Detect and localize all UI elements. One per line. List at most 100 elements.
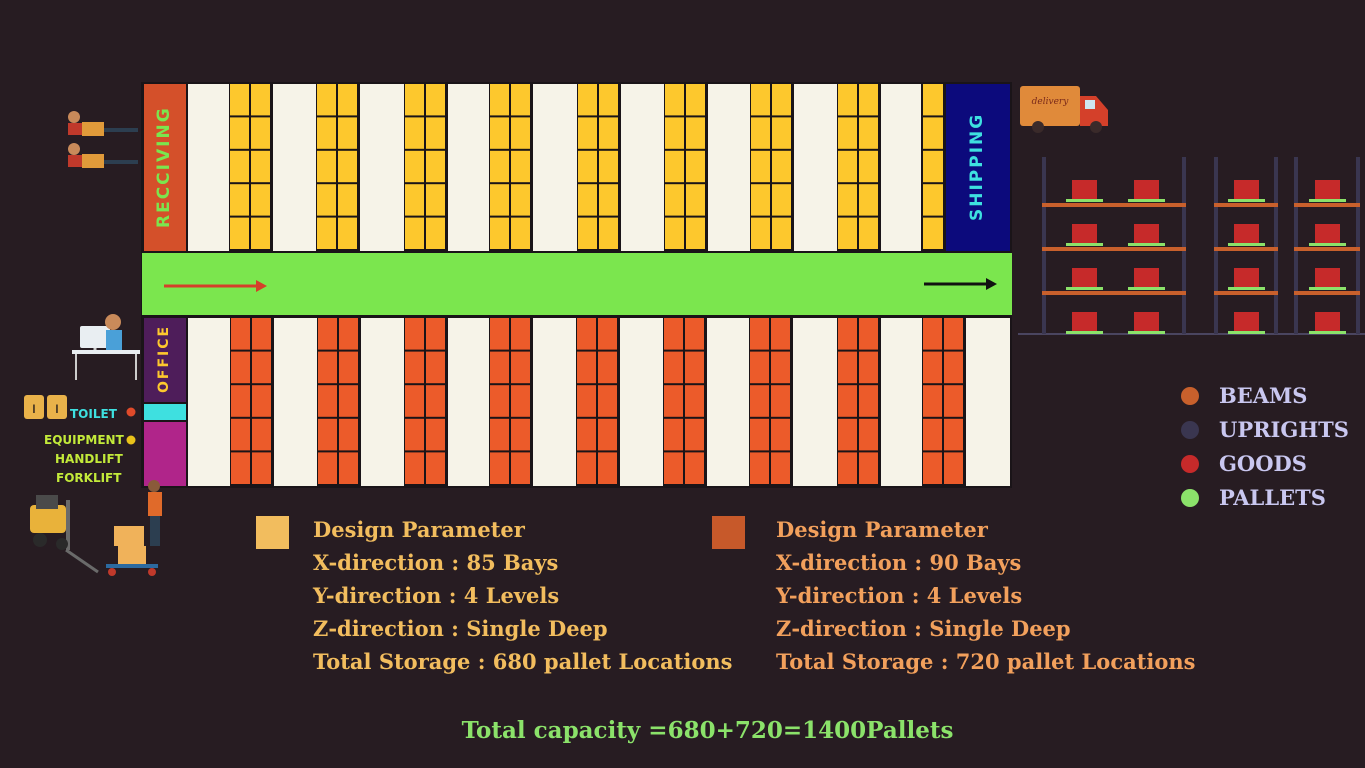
rack-pallet [1309, 243, 1346, 246]
top-rack-cell [405, 217, 424, 249]
bottom-rack-cell [750, 385, 769, 417]
bottom-rack-cell [426, 318, 445, 350]
rack-goods [1134, 312, 1159, 333]
bottom-rack-cell [511, 452, 530, 484]
bottom-rack-cell [490, 452, 509, 484]
top-rack-cell [511, 84, 530, 116]
bottom-rack-cell [577, 418, 596, 451]
bottom-rack-cell [490, 418, 509, 451]
bottom-rack-cell [923, 452, 942, 484]
bottom-rack-cell [490, 318, 509, 350]
forklift-label: FORKLIFT [56, 471, 122, 485]
rack-pallet [1309, 331, 1346, 334]
rack-pallet [1128, 243, 1165, 246]
bottom-rack-cell [859, 452, 878, 484]
bottom-rack-cell [231, 452, 250, 484]
top-rack-cell [230, 150, 249, 183]
legend-uprights-dot [1181, 420, 1199, 439]
top-rack-cell [490, 150, 509, 183]
rack-beam [1214, 247, 1278, 251]
top-rack-cell [338, 84, 357, 116]
bottom-rack-cell [511, 418, 530, 451]
top-rack-cell [511, 184, 530, 216]
handlift-wheel [148, 568, 156, 576]
bottom-rack-cell [923, 385, 942, 417]
param-b-block: Design Parameter X-direction : 90 Bays Y… [776, 513, 1196, 678]
rack-pallet [1066, 287, 1103, 290]
equipment-zone [144, 422, 186, 486]
shipping-label: SHIPPING [967, 112, 987, 222]
top-aisle [533, 84, 577, 251]
top-aisle [188, 84, 229, 251]
bottom-rack-cell [944, 452, 963, 484]
top-rack-cell [838, 150, 857, 183]
param-b-title: Design Parameter [776, 517, 988, 542]
top-rack-cell [578, 117, 597, 149]
main-corridor [142, 253, 1012, 315]
top-rack-cell [338, 117, 357, 149]
handlift-wheel [108, 568, 116, 576]
bottom-aisle [361, 318, 404, 486]
top-rack-cell [230, 84, 249, 116]
param-a-title: Design Parameter [313, 517, 525, 542]
bottom-rack-cell [838, 452, 857, 484]
top-rack-cell [317, 217, 336, 249]
top-rack-cell [578, 184, 597, 216]
truck-window [1085, 100, 1095, 109]
top-rack-cell [686, 150, 705, 183]
top-rack-cell [665, 184, 684, 216]
top-rack-cell [838, 84, 857, 116]
top-rack-cell [772, 84, 791, 116]
bottom-rack-cell [598, 452, 617, 484]
bottom-rack-cell [598, 385, 617, 417]
bottom-rack-cell [252, 452, 271, 484]
truck-wheel [1032, 121, 1044, 133]
bottom-rack-cell [838, 385, 857, 417]
handlift-label: HANDLIFT [55, 452, 123, 466]
top-rack-cell [251, 117, 270, 149]
bottom-rack-cell [771, 418, 790, 451]
top-aisle [708, 84, 750, 251]
top-aisle [448, 84, 489, 251]
truck-logo-text: delivery [1032, 97, 1070, 107]
param-b-z: Z-direction : Single Deep [776, 616, 1071, 641]
bottom-rack-cell [339, 318, 358, 350]
top-rack-cell [405, 184, 424, 216]
top-rack-cell [405, 150, 424, 183]
bottom-rack-cell [750, 351, 769, 384]
top-rack-cell [251, 217, 270, 249]
top-rack-cell [772, 217, 791, 249]
bottom-rack-cell [685, 351, 704, 384]
rack-pallet [1228, 243, 1265, 246]
receiving-label: RECCIVING [154, 106, 174, 228]
param-b-x: X-direction : 90 Bays [776, 550, 1022, 575]
top-rack-cell [230, 217, 249, 249]
top-rack-cell [923, 217, 943, 249]
bottom-rack-cell [750, 318, 769, 350]
bottom-rack-cell [944, 351, 963, 384]
top-rack-cell [426, 217, 445, 249]
bottom-rack-cell [944, 385, 963, 417]
legend-beams-label: BEAMS [1219, 383, 1308, 408]
bottom-rack-cell [426, 351, 445, 384]
top-rack-cell [251, 84, 270, 116]
top-rack-cell [490, 217, 509, 249]
rack-beam [1042, 247, 1186, 251]
top-rack-cell [751, 84, 770, 116]
top-rack-cell [859, 184, 878, 216]
top-rack-cell [578, 217, 597, 249]
bottom-rack-cell [838, 318, 857, 350]
top-rack-cell [751, 117, 770, 149]
forklift-wheel [33, 533, 47, 547]
top-rack-cell [511, 150, 530, 183]
top-rack-cell [751, 150, 770, 183]
top-aisle [360, 84, 404, 251]
rack-goods [1315, 312, 1340, 333]
women-glyph: ı [55, 399, 59, 417]
top-rack-cell [317, 184, 336, 216]
bottom-rack-cell [859, 351, 878, 384]
rack-beam [1214, 203, 1278, 207]
rack-pallet [1309, 287, 1346, 290]
bottom-rack-cell [231, 318, 250, 350]
